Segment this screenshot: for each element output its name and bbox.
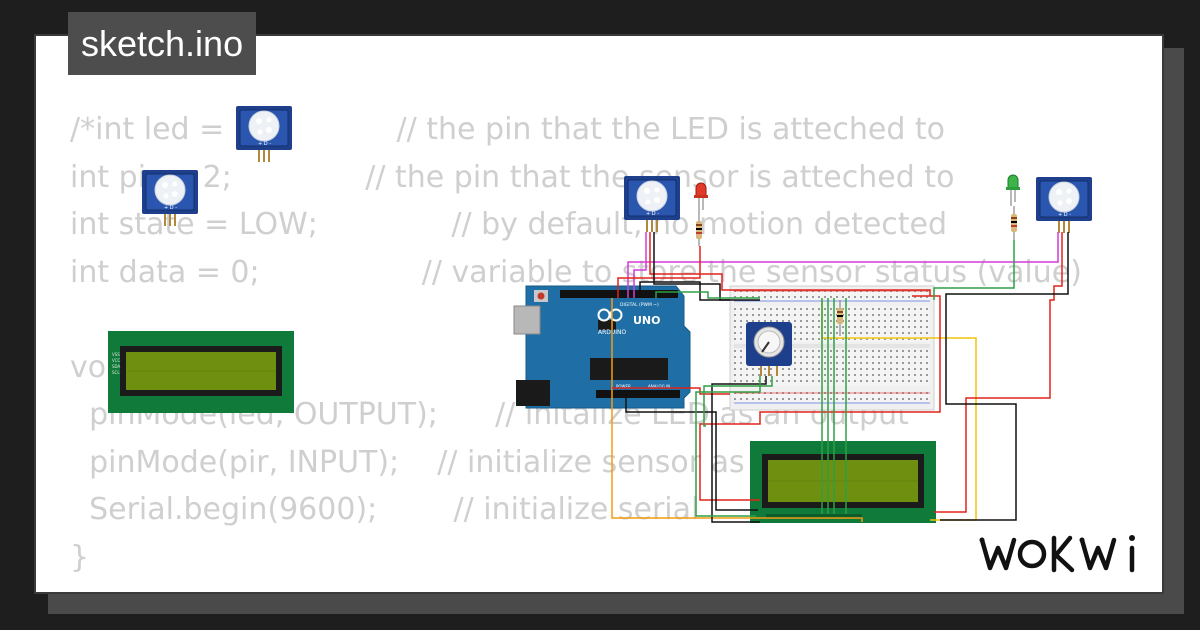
board-header-label: DIGITAL (PWM ~) <box>620 302 659 308</box>
pir-sensor-4 <box>1035 176 1093 234</box>
arduino-uno-board: UNO ARDUINO DIGITAL (PWM ~) POWER ANALOG… <box>513 285 691 409</box>
code-line: Serial.begin(9600); // initialize serial <box>70 492 700 527</box>
board-analog-label: ANALOG IN <box>648 384 670 389</box>
code-line: int data = 0; // variable to store the s… <box>70 254 1082 290</box>
wokwi-logo <box>979 535 1135 573</box>
board-logo: UNO <box>633 314 661 327</box>
lcd-display-left: VSS VCC SDA SCL <box>108 331 294 413</box>
board-power-label: POWER <box>616 384 631 389</box>
wires <box>611 232 1069 523</box>
pir-sensor-1 <box>235 105 293 163</box>
lcd-display-right <box>750 441 936 523</box>
resistor-2 <box>1011 206 1017 240</box>
code-line: /*int led = 7; // the pin that the LED i… <box>70 112 946 147</box>
resistor-3 <box>837 300 843 336</box>
code-line: } <box>70 539 90 575</box>
pir-sensor-2 <box>141 169 199 227</box>
svg-text:SDA: SDA <box>112 364 121 369</box>
red-led <box>694 182 708 214</box>
svg-text:SCL: SCL <box>112 370 120 375</box>
sketch-title: sketch.ino <box>68 12 257 75</box>
pir-sensor-3 <box>623 175 681 233</box>
green-led <box>1006 174 1020 206</box>
resistor-1 <box>696 214 702 246</box>
potentiometer <box>746 322 792 376</box>
svg-text:VSS: VSS <box>112 352 120 357</box>
svg-text:VCC: VCC <box>112 358 121 363</box>
